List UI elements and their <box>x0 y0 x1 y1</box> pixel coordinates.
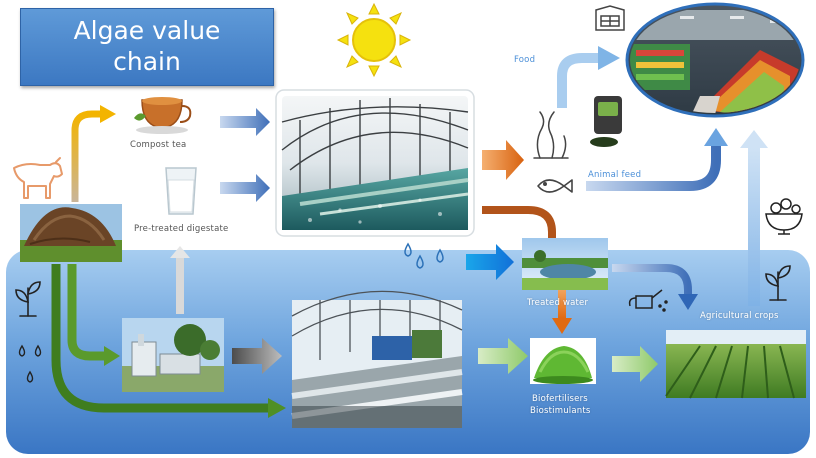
arrow-digestate-to-greenhouse <box>220 174 270 202</box>
plant-icon-left <box>15 281 41 317</box>
arrow-to-animal-feed <box>586 146 721 191</box>
title-line-1: Algae value <box>73 16 221 45</box>
arrow-treated-water-to-crops-head <box>678 294 698 310</box>
manure-pile-photo <box>20 204 122 262</box>
arrow-to-food <box>557 53 598 108</box>
arrow-pile-to-lower-greenhouse <box>51 264 268 413</box>
arrow-factory-to-digestate-head <box>170 246 190 258</box>
label-agricultural-crops: Agricultural crops <box>700 311 779 321</box>
label-animal-feed: Animal feed <box>588 170 642 180</box>
arrow-greenhouse-to-food <box>482 140 524 180</box>
water-drops-icon <box>404 242 444 269</box>
arrow-greenhouse-to-treated-water <box>482 206 556 238</box>
arrow-treated-water-to-crops <box>612 264 692 294</box>
title-box: Algae value chain <box>20 8 274 86</box>
digestate-glass <box>165 167 197 215</box>
label-treated-water: Treated water <box>527 298 589 308</box>
algae-powder-bag <box>590 96 622 147</box>
sun-icon <box>336 2 412 78</box>
arrow-crops-to-supermarket <box>748 148 760 306</box>
label-food: Food <box>514 55 536 65</box>
seaweed-icon <box>533 111 569 159</box>
greenhouse-raceway-photo <box>275 89 475 237</box>
plant-icon-right <box>765 265 791 301</box>
arrow-pile-to-factory <box>67 264 104 361</box>
arrow-treated-water-to-biofertilisers <box>558 290 566 318</box>
label-biofertilisers: Biofertilisers <box>532 394 588 404</box>
arrow-tea-to-greenhouse <box>220 108 270 136</box>
agricultural-field-photo <box>665 330 806 399</box>
watering-can-icon <box>628 289 668 312</box>
arrow-pile-to-factory-head <box>104 346 120 366</box>
label-compost-tea: Compost tea <box>130 140 187 150</box>
arrow-treated-water-to-biofertilisers-head <box>552 318 572 334</box>
arrow-lower-greenhouse-to-biofertilisers <box>478 338 528 374</box>
arrow-biofertilisers-to-crops <box>612 346 658 382</box>
treated-water-photo <box>522 238 608 290</box>
diagram-title: Algae value chain <box>21 15 273 77</box>
arrow-to-food-head <box>598 46 620 70</box>
label-pretreated-digestate: Pre-treated digestate <box>134 224 229 234</box>
arrow-to-animal-feed-head <box>704 128 728 146</box>
label-biostimulants: Biostimulants <box>530 406 591 416</box>
arrow-drops-to-treated-water <box>466 244 514 280</box>
cow-icon <box>13 157 63 199</box>
treatment-plant-photo <box>122 318 224 392</box>
arrow-crops-to-supermarket-head <box>740 130 768 148</box>
water-drops-left-icon <box>18 344 42 383</box>
arrow-to-compost-tea-head <box>100 105 116 123</box>
supermarket-photo <box>625 2 805 118</box>
arrow-to-compost-tea <box>71 110 100 202</box>
arrow-factory-to-digestate <box>176 258 184 314</box>
title-line-2: chain <box>113 47 181 76</box>
compost-tea-cup <box>134 97 192 134</box>
lower-greenhouse-photo <box>291 290 463 428</box>
store-icon <box>595 5 625 31</box>
fruit-bowl-icon <box>765 198 803 235</box>
biofertiliser-pile-photo <box>530 338 596 384</box>
arrow-pile-to-lower-greenhouse-head <box>268 398 286 418</box>
arrow-factory-to-lower-greenhouse <box>232 338 282 374</box>
fish-icon <box>537 179 573 193</box>
